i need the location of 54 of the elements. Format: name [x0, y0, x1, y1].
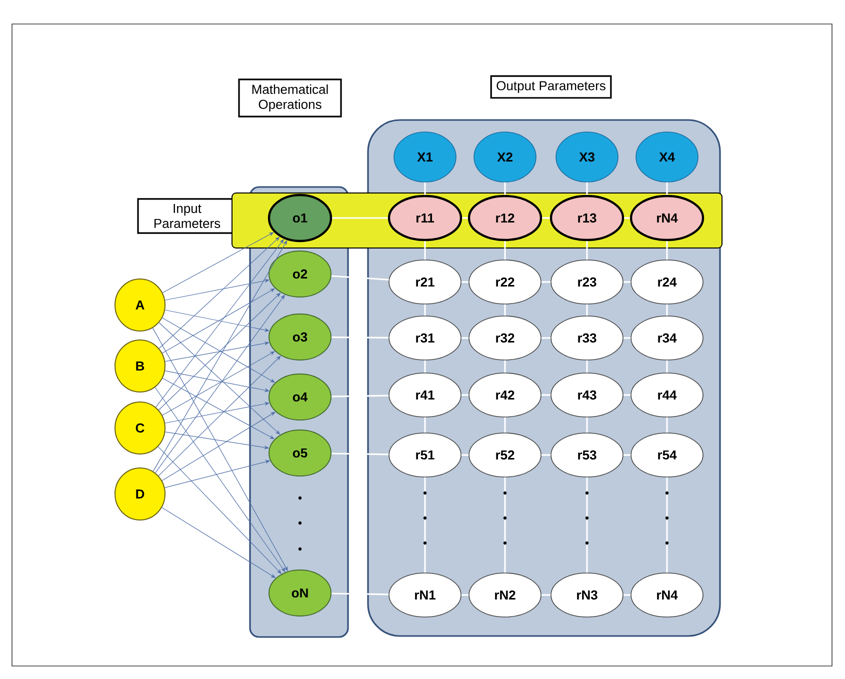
connector-line — [162, 351, 275, 416]
connector-line — [666, 417, 668, 433]
connector-line — [624, 217, 630, 219]
heading-box: Mathematical Operations — [238, 78, 342, 118]
connector-line — [462, 217, 468, 219]
connector-line — [332, 336, 389, 338]
heading-box: Input Parameters — [137, 198, 237, 234]
connector-line — [623, 337, 631, 339]
connector-line — [586, 241, 588, 260]
connector-line — [666, 304, 668, 316]
connector-line — [331, 394, 389, 398]
connector-line — [666, 360, 668, 373]
connector-line — [331, 592, 389, 596]
connector-line — [331, 275, 389, 280]
connector-line — [666, 477, 668, 573]
connector-line — [541, 394, 551, 396]
connector-line — [504, 241, 506, 260]
connector-line — [623, 594, 631, 596]
connector-line — [504, 304, 506, 316]
connector-line — [541, 454, 551, 456]
connector-line — [542, 217, 550, 219]
connector-line — [504, 477, 506, 573]
connector-line — [504, 360, 506, 373]
connector-line — [623, 394, 631, 396]
connector-line — [461, 594, 469, 596]
connector-line — [504, 417, 506, 433]
connector-line — [158, 356, 281, 476]
connector-line — [424, 182, 426, 195]
connector-line — [424, 360, 426, 373]
connector-line — [461, 337, 469, 339]
connector-line — [424, 417, 426, 433]
connector-line — [461, 394, 469, 396]
connector-line — [623, 454, 631, 456]
connector-line — [541, 594, 551, 596]
connector-line — [541, 337, 551, 339]
connector-line — [424, 304, 426, 316]
connector-line — [461, 454, 469, 456]
connector-line — [586, 477, 588, 573]
connector-line — [586, 182, 588, 195]
connector-line — [586, 304, 588, 316]
connector-line — [152, 240, 288, 472]
connector-line — [331, 452, 389, 456]
connector-line — [424, 241, 426, 260]
connector-line — [586, 360, 588, 373]
connector-line — [623, 281, 631, 283]
connector-line — [666, 182, 668, 195]
heading-box: Output Parameters — [490, 75, 612, 99]
connector-line — [541, 281, 551, 283]
connector-line — [332, 217, 388, 219]
connector-line — [504, 182, 506, 195]
connector-line — [424, 477, 426, 573]
connector-line — [461, 281, 469, 283]
connector-line — [586, 417, 588, 433]
connector-line — [666, 241, 668, 260]
